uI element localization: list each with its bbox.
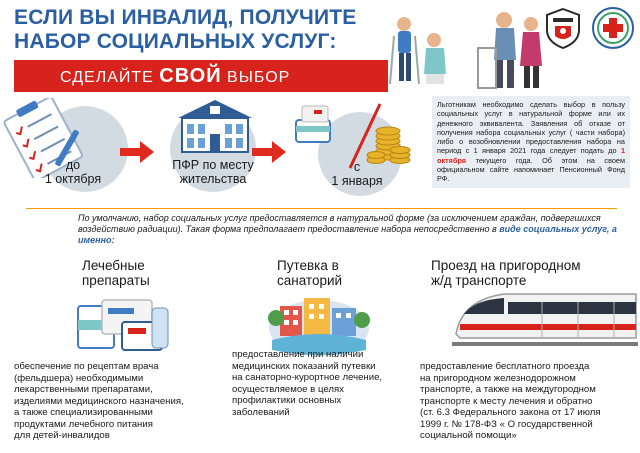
arrow-right-icon <box>252 141 286 163</box>
col3-desc-line: транспорте, а также на междугородном <box>420 384 596 395</box>
banner-text: СДЕЛАЙТЕ СВОЙ ВЫБОР <box>60 64 290 90</box>
col2-title-line1: Путевка в <box>277 258 339 273</box>
step-label-deadline: до 1 октября <box>38 158 108 186</box>
banner-big: СВОЙ <box>159 65 222 87</box>
medicine-and-coins-icon <box>295 103 411 169</box>
banner-post: ВЫБОР <box>221 69 291 86</box>
col1-desc-line: изделиями медицинского назначения, <box>14 395 184 407</box>
step1-line1: до <box>65 158 81 172</box>
col2-desc-line: заболеваний <box>232 406 290 418</box>
step-label-january: с 1 января <box>322 160 392 188</box>
people-illustration <box>389 12 542 89</box>
arrow-right-icon <box>120 141 154 163</box>
section-divider <box>26 208 617 209</box>
col3-title-line1: Проезд на пригородном <box>431 258 581 273</box>
col1-desc-line: (фельдшера) необходимыми <box>14 372 144 384</box>
title-line-2: НАБОР СОЦИАЛЬНЫХ УСЛУГ: <box>14 30 337 53</box>
page-title: ЕСЛИ ВЫ ИНВАЛИД, ПОЛУЧИТЕ НАБОР СОЦИАЛЬН… <box>14 6 394 54</box>
column-desc-medicines: обеспечение по рецептам врача (фельдшера… <box>14 361 214 442</box>
medical-cross-logo-icon <box>592 7 634 49</box>
info-highlight: 1 октября <box>437 146 625 165</box>
sanatorium-resort-icon <box>268 298 370 356</box>
col1-desc-line: обеспечение по рецептам врача <box>14 361 159 372</box>
title-line-1: ЕСЛИ ВЫ ИНВАЛИД, ПОЛУЧИТЕ <box>14 6 357 29</box>
info-part2: текущего года. Об этом на своем официаль… <box>437 155 625 184</box>
col2-desc-line: предоставление при наличии <box>232 349 364 360</box>
col3-desc-line: (ст. 6.3 Федерального закона от 17 июля <box>420 407 601 418</box>
col1-title-line2: препараты <box>82 273 150 288</box>
pfr-emblem-icon <box>546 7 580 50</box>
col1-desc-line: а также специализированными <box>14 407 153 418</box>
info-box: Льготникам необходимо сделать выбор в по… <box>432 96 630 188</box>
col1-desc-line: продуктами лечебного питания <box>14 418 153 430</box>
col3-desc-line: на пригородном железнодорожном <box>420 372 576 384</box>
col1-title-line1: Лечебные <box>82 258 145 273</box>
default-form-text: По умолчанию, набор социальных услуг пре… <box>78 213 623 247</box>
column-desc-train: предоставление бесплатного проезда на пр… <box>420 361 636 442</box>
col2-desc-line: на санаторно-курортное лечение, <box>232 372 383 383</box>
col1-desc-line: лекарственными препаратами, <box>14 384 153 395</box>
step3-line1: с <box>353 160 361 174</box>
choice-banner: СДЕЛАЙТЕ СВОЙ ВЫБОР <box>14 60 388 92</box>
banner-pre: СДЕЛАЙТЕ <box>60 69 160 86</box>
checklist-clipboard-icon <box>3 98 83 178</box>
col1-desc-line: для детей-инвалидов <box>14 430 110 441</box>
default-part1: По умолчанию, набор социальных услуг пре… <box>78 213 601 235</box>
step1-line2: 1 октября <box>44 172 102 186</box>
col3-title-line2: ж/д транспорте <box>431 273 527 288</box>
default-highlight: виде социальных услуг, а именно: <box>78 224 617 246</box>
train-icon <box>452 293 638 346</box>
pfr-building-icon <box>178 100 252 153</box>
step-label-pfr: ПФР по месту жительства <box>160 158 266 186</box>
column-desc-sanatorium: предоставление при наличии медицинских п… <box>232 349 422 418</box>
step2-line1: ПФР по месту <box>172 158 254 172</box>
step3-line2: 1 января <box>331 174 383 188</box>
col3-desc-line: предоставление бесплатного проезда <box>420 361 590 372</box>
col3-desc-line: социальной помощи» <box>420 430 517 441</box>
info-part1: Льготникам необходимо сделать выбор в по… <box>437 100 625 156</box>
column-title-medicines: Лечебные препараты <box>82 258 232 288</box>
column-title-sanatorium: Путевка в санаторий <box>277 258 407 288</box>
column-title-train: Проезд на пригородном ж/д транспорте <box>431 258 621 288</box>
col2-desc-line: медицинских показаний путевки <box>232 360 376 372</box>
col3-desc-line: транспорте к месту лечения и обратно <box>420 395 593 407</box>
step2-line2: жительства <box>179 172 247 186</box>
col2-desc-line: профилактики основных <box>232 395 342 406</box>
medicine-boxes-icon <box>77 299 169 351</box>
col2-title-line2: санаторий <box>277 273 343 288</box>
col2-desc-line: осуществляемое в целях <box>232 383 344 395</box>
col3-desc-line: 1999 г. № 178-ФЗ « О государственной <box>420 418 593 430</box>
